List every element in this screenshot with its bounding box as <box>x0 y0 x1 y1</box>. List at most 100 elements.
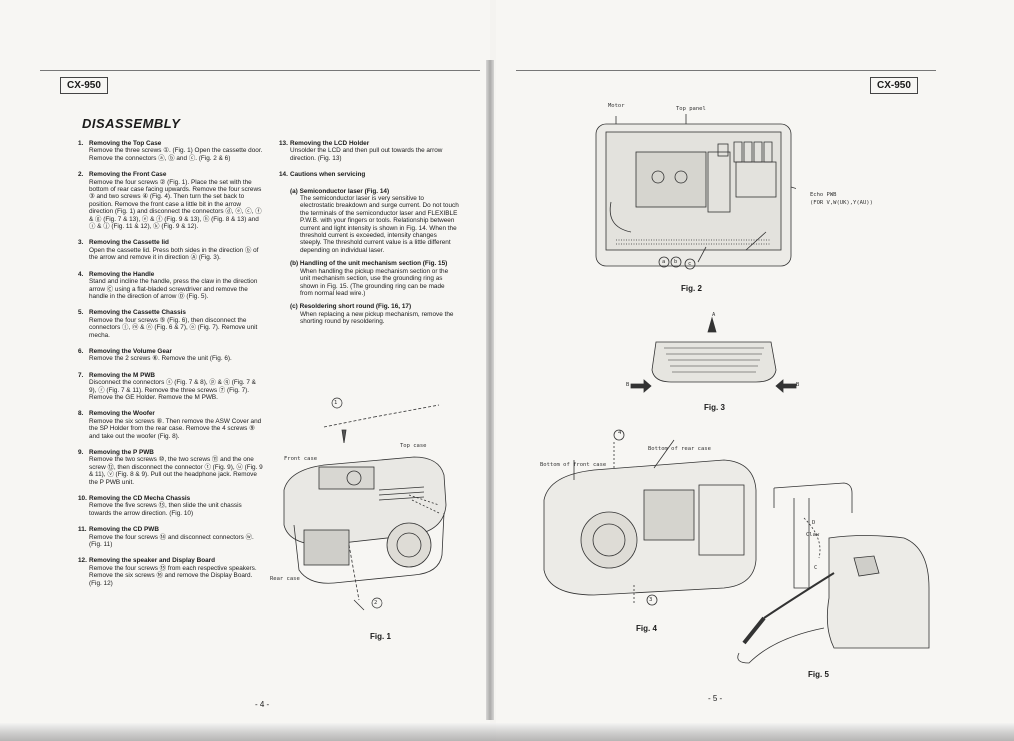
fig4-bottom-rear-label: Bottom of rear case <box>648 446 711 452</box>
caution-item: (a) Semiconductor laser (Fig. 14)The sem… <box>279 188 459 255</box>
model-tab: CX-950 <box>60 77 108 94</box>
fig2-caption: Fig. 2 <box>681 284 702 293</box>
fig1-caption: Fig. 1 <box>370 632 391 641</box>
fig5-c-label: C <box>814 565 818 571</box>
step-title: Removing the Front Case <box>89 171 167 179</box>
step-title: Removing the Woofer <box>89 410 155 418</box>
step-number: 12. <box>78 557 87 565</box>
fig2-motor-label: Motor <box>608 103 625 109</box>
step-number: 4. <box>78 270 84 278</box>
step-title: Removing the Cassette lid <box>89 239 169 247</box>
caution-title: (c) Resoldering short round (Fig. 16, 17… <box>290 303 412 311</box>
header-rule <box>40 70 480 71</box>
page-gutter <box>486 60 494 720</box>
step-title: Removing the CD Mecha Chassis <box>89 495 191 503</box>
fig2-top-panel-label: Top panel <box>676 106 706 112</box>
step-body: Remove the five screws ⑬, then slide the… <box>89 502 242 517</box>
fig2-drawing <box>595 114 796 270</box>
step-body: Remove the four screws ⑤ (Fig. 6), then … <box>89 316 258 339</box>
step-content: Cautions when servicing <box>290 171 365 178</box>
fig1-rear-case-label: Rear case <box>270 576 300 582</box>
fig2-conn-a-label: a <box>662 259 666 265</box>
right-page: CX-950 Motor Top panel Echo PWB (FOR V,W… <box>496 0 1014 741</box>
step-title: Removing the CD PWB <box>89 526 159 534</box>
model-tab-right: CX-950 <box>870 77 918 94</box>
step-title: Removing the M PWB <box>89 371 156 379</box>
fig3-drawing <box>630 316 797 393</box>
fig5-caption: Fig. 5 <box>808 670 829 679</box>
step-number: 8. <box>78 410 84 418</box>
caution-body: When replacing a new pickup mechanism, r… <box>300 310 454 326</box>
caution-item: (b) Handling of the unit mechanism secti… <box>279 260 459 297</box>
fig4-screw3-label: 3 <box>649 597 653 603</box>
caution-item: (c) Resoldering short round (Fig. 16, 17… <box>279 303 459 325</box>
step-body: Remove the six screws ⑧. Then remove the… <box>89 417 262 440</box>
step-title: Removing the Volume Gear <box>89 347 172 355</box>
step-number: 2. <box>78 171 84 179</box>
step-number: 14. <box>279 171 288 179</box>
fig3-b-right-label: B <box>796 382 800 388</box>
step-number: 1. <box>78 140 84 147</box>
step-title: Removing the Cassette Chassis <box>89 309 186 317</box>
fig1-screw1-label: 1 <box>334 400 338 406</box>
left-page-number: - 4 - <box>255 700 270 709</box>
header-rule-right <box>516 70 936 71</box>
fig2-echo-pwb-label: Echo PWB <box>810 192 837 198</box>
step-body: Open the cassette lid. Press both sides … <box>89 246 259 262</box>
scan-bottom-edge <box>0 723 1014 741</box>
step-title: Removing the P PWB <box>89 449 154 456</box>
step-body: Unsolder the LCD and then pull out towar… <box>290 147 443 162</box>
step-item: 14.Cautions when servicing <box>279 171 459 178</box>
step-body: Remove the four screws ⑭ and disconnect … <box>89 533 254 549</box>
step-number: 10. <box>78 495 87 503</box>
step-item: 12.Removing the speaker and Display Boar… <box>78 557 263 587</box>
fig3-caption: Fig. 3 <box>704 403 725 412</box>
step-body: Disconnect the connectors ⓢ (Fig. 7 & 8)… <box>89 379 256 401</box>
step-number: 6. <box>78 347 84 355</box>
fig5-drawing <box>737 482 930 664</box>
fig5-d-label: D <box>812 520 816 526</box>
step-body: Remove the three screws ①. (Fig. 1) Open… <box>89 147 263 162</box>
left-page: CX-950 DISASSEMBLY 1. Removing the Top Ca… <box>0 0 490 741</box>
page-heading: DISASSEMBLY <box>82 116 181 131</box>
step-number: 5. <box>78 309 84 317</box>
fig2-conn-b-label: b <box>674 259 678 265</box>
step-number: 3. <box>78 239 84 247</box>
fig2-echo-note-label: (FOR V,W(UK),Y(AU)) <box>810 200 873 206</box>
fig1-screw2-label: 2 <box>374 600 378 606</box>
fig2-conn-c-label: c <box>688 261 692 267</box>
fig1-drawing <box>283 397 447 611</box>
fig4-screw4-label: 4 <box>618 430 622 436</box>
step-body: Remove the four screws ⑮ from each respe… <box>89 564 257 587</box>
step-number: 7. <box>78 371 84 379</box>
fig4-caption: Fig. 4 <box>636 624 657 633</box>
step-title: Removing the speaker and Display Board <box>89 557 216 565</box>
fig3-a-label: A <box>712 312 716 318</box>
step-title: Removing the Top Case <box>89 140 162 147</box>
right-page-number: - 5 - <box>708 694 723 703</box>
fig4-bottom-front-label: Bottom of front case <box>540 462 607 468</box>
step-title: Cautions when servicing <box>290 171 366 179</box>
fig5-claw-label: Claw <box>806 532 820 538</box>
